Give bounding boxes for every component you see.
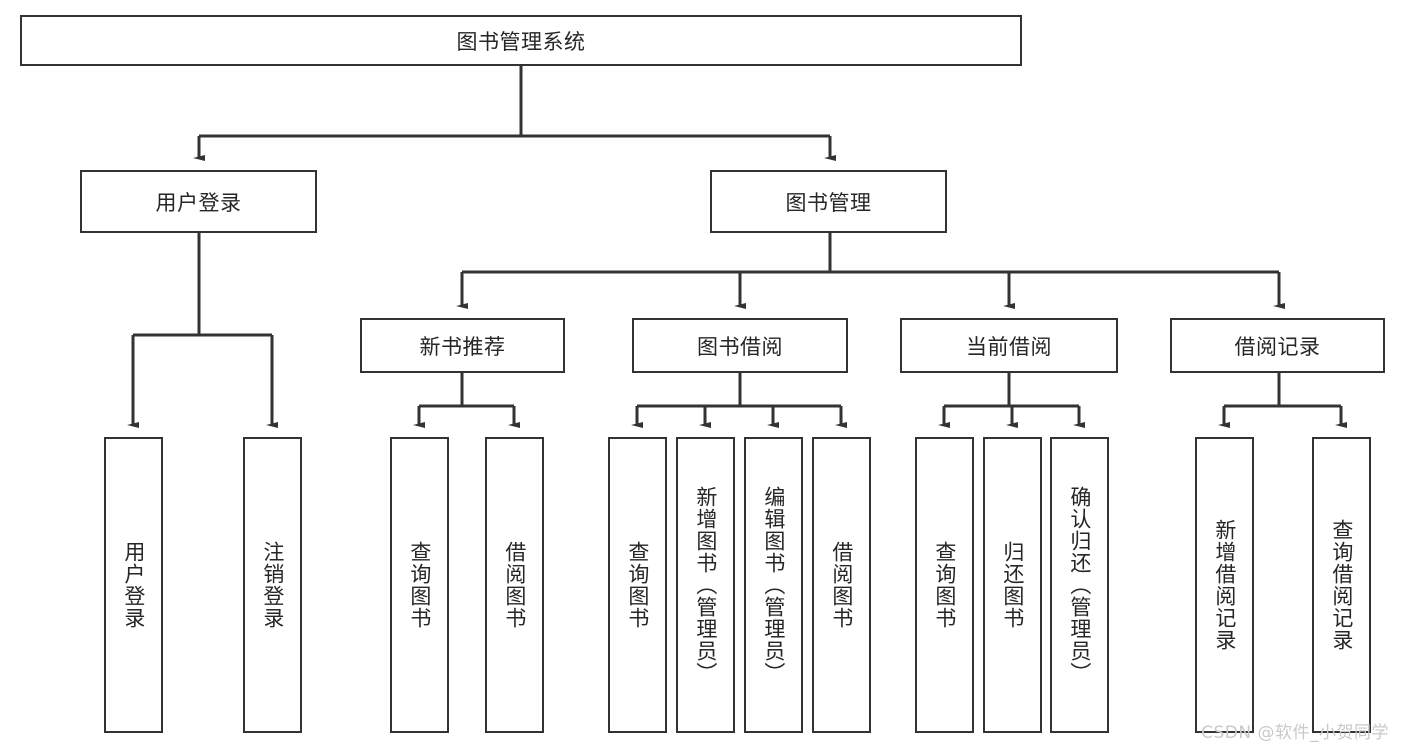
node-leaf-edit-book[interactable]: 编辑图书（管理员）: [744, 437, 803, 733]
node-root-system[interactable]: 图书管理系统: [20, 15, 1022, 66]
node-new-book-recommend[interactable]: 新书推荐: [360, 318, 565, 373]
node-leaf-edit-book-label: 编辑图书（管理员）: [761, 486, 786, 684]
node-leaf-query-book-1-label: 查询图书: [407, 541, 432, 629]
node-leaf-borrow-book-2-label: 借阅图书: [829, 541, 854, 629]
watermark-text: CSDN @软件_小贺同学: [1201, 723, 1389, 743]
node-leaf-query-book-1[interactable]: 查询图书: [390, 437, 449, 733]
node-borrow-record-label: 借阅记录: [1234, 334, 1321, 359]
node-leaf-borrow-book-1[interactable]: 借阅图书: [485, 437, 544, 733]
node-borrow-record[interactable]: 借阅记录: [1170, 318, 1385, 373]
node-leaf-add-book[interactable]: 新增图书（管理员）: [676, 437, 735, 733]
node-book-borrow-label: 图书借阅: [697, 334, 783, 359]
node-leaf-user-login-label: 用户登录: [121, 541, 146, 629]
node-current-borrow[interactable]: 当前借阅: [900, 318, 1118, 373]
node-leaf-query-borrow-record[interactable]: 查询借阅记录: [1312, 437, 1371, 733]
node-leaf-query-book-2[interactable]: 查询图书: [608, 437, 667, 733]
node-leaf-return-book[interactable]: 归还图书: [983, 437, 1042, 733]
node-leaf-return-book-label: 归还图书: [1000, 541, 1025, 629]
node-leaf-query-book-2-label: 查询图书: [625, 541, 650, 629]
node-leaf-borrow-book-2[interactable]: 借阅图书: [812, 437, 871, 733]
node-leaf-borrow-book-1-label: 借阅图书: [502, 541, 527, 629]
node-new-book-recommend-label: 新书推荐: [419, 334, 506, 359]
node-leaf-logout-login-label: 注销登录: [260, 541, 285, 629]
node-leaf-query-borrow-record-label: 查询借阅记录: [1329, 519, 1354, 651]
node-current-borrow-label: 当前借阅: [966, 334, 1052, 359]
node-user-login[interactable]: 用户登录: [80, 170, 317, 233]
node-book-borrow[interactable]: 图书借阅: [632, 318, 848, 373]
node-leaf-logout-login[interactable]: 注销登录: [243, 437, 302, 733]
node-leaf-query-book-3-label: 查询图书: [932, 541, 957, 629]
node-book-management[interactable]: 图书管理: [710, 170, 947, 233]
node-root-system-label: 图书管理系统: [456, 29, 586, 54]
node-book-management-label: 图书管理: [785, 190, 872, 215]
node-leaf-confirm-return[interactable]: 确认归还（管理员）: [1050, 437, 1109, 733]
node-leaf-confirm-return-label: 确认归还（管理员）: [1067, 486, 1092, 684]
node-leaf-add-book-label: 新增图书（管理员）: [693, 486, 718, 684]
node-leaf-add-borrow-record-label: 新增借阅记录: [1212, 519, 1237, 651]
node-leaf-user-login[interactable]: 用户登录: [104, 437, 163, 733]
node-leaf-query-book-3[interactable]: 查询图书: [915, 437, 974, 733]
node-user-login-label: 用户登录: [155, 190, 242, 215]
node-leaf-add-borrow-record[interactable]: 新增借阅记录: [1195, 437, 1254, 733]
